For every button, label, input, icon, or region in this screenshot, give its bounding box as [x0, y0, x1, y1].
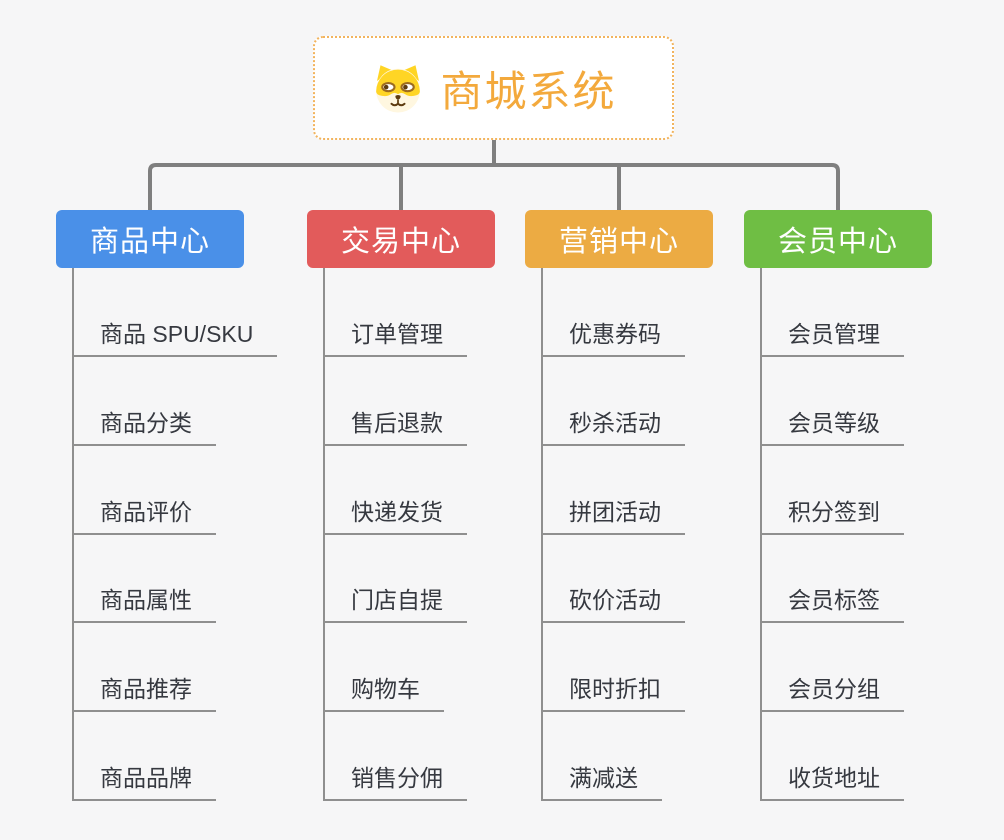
- leaf-item[interactable]: 满减送: [541, 765, 662, 801]
- branch-member-center[interactable]: 会员中心: [744, 210, 932, 268]
- branch-marketing-center[interactable]: 营销中心: [525, 210, 713, 268]
- root-node[interactable]: 商城系统: [313, 36, 674, 140]
- leaf-item[interactable]: 销售分佣: [323, 765, 467, 801]
- leaf-item[interactable]: 商品分类: [72, 410, 216, 446]
- root-title: 商城系统: [440, 67, 617, 115]
- shiba-dog-mascot-icon: [376, 65, 421, 113]
- leaf-item[interactable]: 秒杀活动: [541, 410, 685, 446]
- leaf-item[interactable]: 快递发货: [323, 499, 467, 535]
- leaf-item[interactable]: 收货地址: [760, 765, 904, 801]
- leaf-item[interactable]: 门店自提: [323, 587, 467, 623]
- leaf-item[interactable]: 拼团活动: [541, 499, 685, 535]
- leaf-item[interactable]: 会员等级: [760, 410, 904, 446]
- leaf-item[interactable]: 会员分组: [760, 676, 904, 712]
- leaf-item[interactable]: 商品品牌: [72, 765, 216, 801]
- leaf-item[interactable]: 限时折扣: [541, 676, 685, 712]
- leaf-item[interactable]: 订单管理: [323, 321, 467, 357]
- leaf-item[interactable]: 售后退款: [323, 410, 467, 446]
- leaf-item[interactable]: 商品推荐: [72, 676, 216, 712]
- leaf-item[interactable]: 购物车: [323, 676, 444, 712]
- leaf-item[interactable]: 积分签到: [760, 499, 904, 535]
- leaf-item[interactable]: 商品属性: [72, 587, 216, 623]
- leaf-item[interactable]: 商品评价: [72, 499, 216, 535]
- leaf-item[interactable]: 砍价活动: [541, 587, 685, 623]
- branch-product-center[interactable]: 商品中心: [56, 210, 244, 268]
- branch-trade-center[interactable]: 交易中心: [307, 210, 495, 268]
- leaf-item[interactable]: 会员标签: [760, 587, 904, 623]
- leaf-item[interactable]: 商品 SPU/SKU: [72, 321, 278, 357]
- leaf-item[interactable]: 会员管理: [760, 321, 904, 357]
- leaf-item[interactable]: 优惠券码: [541, 321, 685, 357]
